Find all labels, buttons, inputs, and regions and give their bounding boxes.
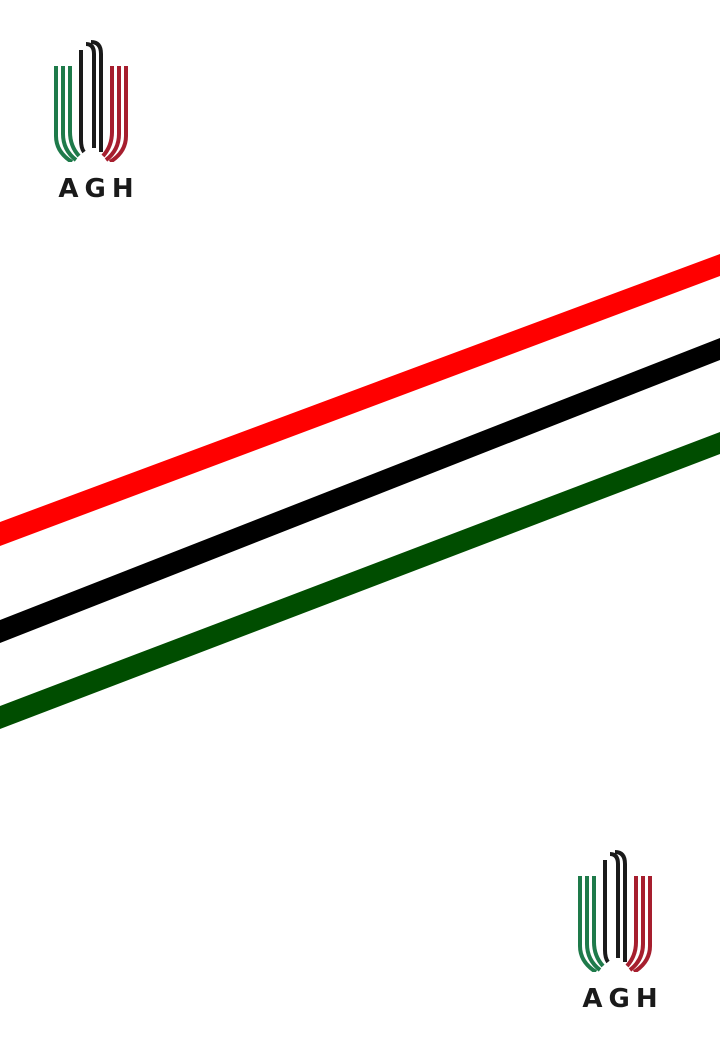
red-stripe [0, 254, 720, 546]
black-stripe [0, 338, 720, 643]
agh-logo-bottom: AGH [574, 850, 666, 1012]
logo-wordmark: AGH [582, 984, 664, 1014]
logo-wordmark: AGH [58, 174, 140, 204]
agh-emblem-icon [578, 850, 652, 972]
agh-logo-top: AGH [50, 40, 142, 202]
green-stripe [0, 432, 720, 729]
agh-emblem-icon [54, 40, 128, 162]
